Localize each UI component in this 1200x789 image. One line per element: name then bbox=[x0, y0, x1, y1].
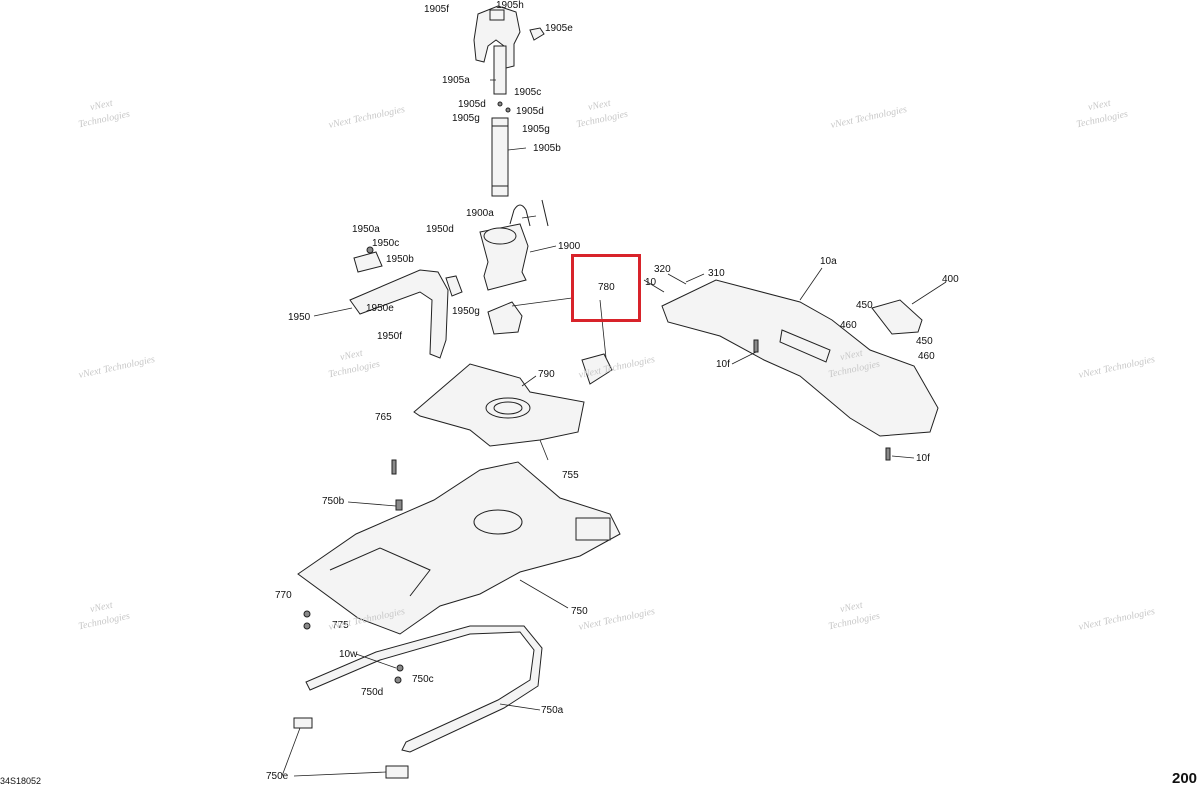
label-460: 460 bbox=[918, 351, 935, 362]
label-770: 770 bbox=[275, 590, 292, 601]
bracket-400-part bbox=[871, 299, 923, 335]
label-450: 450 bbox=[916, 336, 933, 347]
label-1950a: 1950a bbox=[352, 224, 380, 235]
label-1905f: 1905f bbox=[424, 4, 450, 15]
label-750d: 750d bbox=[361, 687, 384, 698]
label-1900: 1900 bbox=[558, 241, 581, 252]
steering-support-part bbox=[479, 199, 549, 291]
u-bolt-part bbox=[509, 204, 531, 227]
label-1905d: 1905d bbox=[516, 106, 544, 117]
label-755: 755 bbox=[562, 470, 579, 481]
clip-right-part bbox=[385, 765, 409, 779]
label-10w: 10w bbox=[339, 649, 358, 660]
label-780: 780 bbox=[598, 282, 615, 293]
label-10: 10 bbox=[645, 277, 657, 288]
label-1905h: 1905h bbox=[496, 0, 524, 11]
label-1950g: 1950g bbox=[452, 306, 480, 317]
steering-column-part bbox=[491, 101, 511, 197]
bracket-780-part bbox=[487, 297, 613, 385]
hull-deck-part bbox=[297, 461, 621, 635]
grab-handle-part bbox=[349, 246, 463, 359]
leader-lines bbox=[281, 79, 947, 777]
clip-left-part bbox=[293, 717, 313, 729]
label-400: 400 bbox=[942, 274, 959, 285]
label-1900a: 1900a bbox=[466, 208, 494, 219]
floor-mat-part bbox=[413, 363, 585, 447]
label-450: 450 bbox=[856, 300, 873, 311]
front-mat-part bbox=[661, 279, 939, 437]
document-code: 34S18052 bbox=[0, 776, 42, 786]
label-1905c: 1905c bbox=[514, 87, 542, 98]
highlight-box bbox=[571, 254, 641, 322]
label-1905e: 1905e bbox=[545, 23, 573, 34]
label-1905b: 1905b bbox=[533, 143, 561, 154]
label-460: 460 bbox=[840, 320, 857, 331]
label-1950b: 1950b bbox=[386, 254, 414, 265]
label-1905a: 1905a bbox=[442, 75, 470, 86]
label-1905g: 1905g bbox=[522, 124, 550, 135]
bumper-strip-part bbox=[305, 625, 543, 753]
label-10f: 10f bbox=[916, 453, 930, 464]
fastener-parts bbox=[303, 339, 891, 684]
page-number: 200 bbox=[1172, 770, 1198, 787]
label-750b: 750b bbox=[322, 496, 345, 507]
label-750: 750 bbox=[571, 606, 588, 617]
label-320: 320 bbox=[654, 264, 671, 275]
label-1905d: 1905d bbox=[458, 99, 486, 110]
label-775: 775 bbox=[332, 620, 349, 631]
label-1950c: 1950c bbox=[372, 238, 400, 249]
label-750a: 750a bbox=[541, 705, 564, 716]
label-310: 310 bbox=[708, 268, 725, 279]
handlebar-top-part bbox=[473, 5, 545, 95]
label-790: 790 bbox=[538, 369, 555, 380]
label-750e: 750e bbox=[266, 771, 289, 782]
label-1905g: 1905g bbox=[452, 113, 480, 124]
label-1950d: 1950d bbox=[426, 224, 454, 235]
label-750c: 750c bbox=[412, 674, 434, 685]
label-1950f: 1950f bbox=[377, 331, 403, 342]
label-1950: 1950 bbox=[288, 312, 311, 323]
label-10a: 10a bbox=[820, 256, 837, 267]
label-765: 765 bbox=[375, 412, 392, 423]
label-10f: 10f bbox=[716, 359, 730, 370]
label-1950e: 1950e bbox=[366, 303, 394, 314]
